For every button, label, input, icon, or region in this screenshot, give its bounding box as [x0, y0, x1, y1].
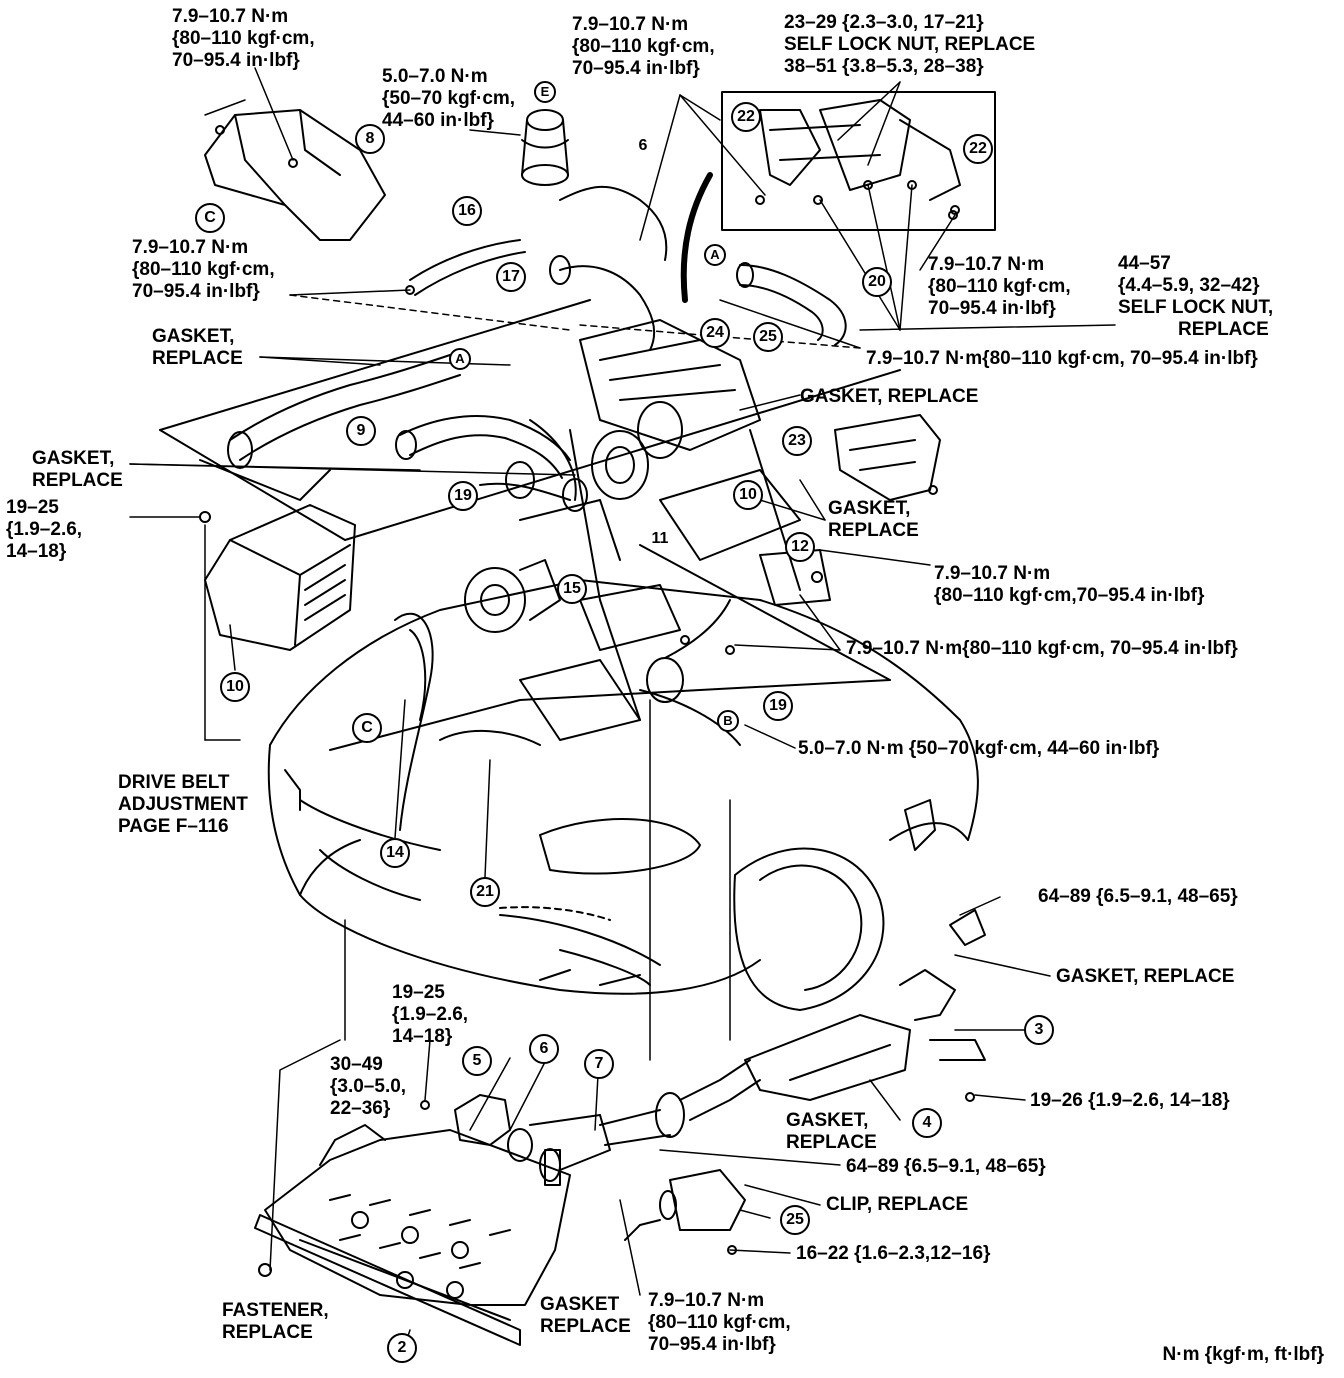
torque-label-heat-insulator: 19–25{1.9–2.6,14–18} — [392, 982, 469, 1047]
callout-19-upper: 19 — [448, 481, 478, 511]
exhaust-assembly — [254, 909, 986, 1346]
torque-label-clamp-b: 5.0–7.0 N·m {50–70 kgf·cm, 44–60 in·lbf} — [798, 738, 1160, 759]
callout-2: 2 — [387, 1333, 417, 1363]
unit-legend: N·m {kgf·m, ft·lbf} — [1162, 1344, 1324, 1365]
callout-10-lower: 10 — [220, 672, 250, 702]
callout-15: 15 — [557, 574, 587, 604]
torque-label-flange-bolt: 19–26 {1.9–2.6, 14–18} — [1030, 1090, 1230, 1111]
torque-label-bracket: 7.9–10.7 N·m{80–110 kgf·cm,70–95.4 in·lb… — [934, 563, 1205, 606]
detail-box — [721, 91, 996, 231]
callout-9: 9 — [346, 416, 376, 446]
engine-components — [199, 109, 958, 831]
gasket-replace-label-left: GASKET,REPLACE — [32, 448, 123, 491]
callout-21: 21 — [470, 877, 500, 907]
car-body — [267, 579, 979, 1011]
callout-22-right: 22 — [963, 134, 993, 164]
callout-25-lower: 25 — [780, 1205, 810, 1235]
torque-label-bracket-bolt: 16–22 {1.6–2.3,12–16} — [796, 1243, 991, 1264]
torque-label-self-lock-nut-top: 23–29 {2.3–3.0, 17–21}SELF LOCK NUT, REP… — [784, 12, 1036, 77]
callout-c-top: C — [195, 203, 225, 233]
gasket-replace-label-heat-shield: GASKET,REPLACE — [828, 498, 919, 541]
fastener-replace-label: FASTENER,REPLACE — [222, 1300, 329, 1343]
callout-14: 14 — [380, 838, 410, 868]
callout-25-upper: 25 — [753, 322, 783, 352]
torque-label-hose-clamps-top: 7.9–10.7 N·m{80–110 kgf·cm,70–95.4 in·lb… — [572, 14, 715, 79]
callout-a-left: A — [449, 348, 471, 370]
gasket-replace-label-turbo: GASKET, REPLACE — [800, 386, 979, 407]
torque-label-self-lock-nut-right: 44–57{4.4–5.9, 32–42}SELF LOCK NUT,REPLA… — [1118, 253, 1274, 340]
torque-label-air-cleaner-bolt: 19–25{1.9–2.6,14–18} — [6, 497, 83, 562]
callout-16: 16 — [452, 196, 482, 226]
callout-12: 12 — [785, 532, 815, 562]
callout-a-right: A — [704, 244, 726, 266]
gasket-replace-label-exhaust: GASKET, REPLACE — [1056, 966, 1235, 987]
callout-11: 11 — [651, 530, 669, 547]
gasket-replace-label-intake: GASKET,REPLACE — [152, 326, 243, 369]
callout-5: 5 — [462, 1046, 492, 1076]
callout-23: 23 — [782, 426, 812, 456]
callout-b: B — [717, 710, 739, 732]
torque-label-front-pipe: 30–49{3.0–5.0,22–36} — [330, 1054, 407, 1119]
torque-label-exhaust-nut-lower: 64–89 {6.5–9.1, 48–65} — [846, 1156, 1046, 1177]
callout-8: 8 — [355, 124, 385, 154]
callout-3: 3 — [1024, 1015, 1054, 1045]
leader-lines — [129, 67, 1116, 1361]
callout-17: 17 — [496, 262, 526, 292]
torque-label-detail-box-bolts: 7.9–10.7 N·m{80–110 kgf·cm,70–95.4 in·lb… — [928, 254, 1071, 319]
callout-6-lower: 6 — [529, 1034, 559, 1064]
torque-label-air-duct-bolts: 7.9–10.7 N·m{80–110 kgf·cm,70–95.4 in·lb… — [172, 6, 315, 71]
callout-19-lower: 19 — [763, 691, 793, 721]
gasket-replace-label-muffler: GASKET,REPLACE — [786, 1110, 877, 1153]
torque-label-undercover: 7.9–10.7 N·m{80–110 kgf·cm,70–95.4 in·lb… — [648, 1290, 791, 1355]
callout-7: 7 — [584, 1049, 614, 1079]
callout-c-lower: C — [352, 713, 382, 743]
torque-label-intake-hose: 7.9–10.7 N·m{80–110 kgf·cm,70–95.4 in·lb… — [132, 237, 275, 302]
callout-22-left: 22 — [731, 102, 761, 132]
callout-10-upper: 10 — [733, 480, 763, 510]
engine-frame — [159, 299, 901, 721]
callout-24: 24 — [700, 318, 730, 348]
callout-20: 20 — [862, 267, 892, 297]
clip-replace-label: CLIP, REPLACE — [826, 1194, 969, 1215]
torque-label-mid-right: 7.9–10.7 N·m{80–110 kgf·cm, 70–95.4 in·l… — [846, 638, 1238, 659]
torque-label-air-pipe-clamp: 5.0–7.0 N·m{50–70 kgf·cm,44–60 in·lbf} — [382, 66, 516, 131]
callout-4: 4 — [912, 1108, 942, 1138]
torque-label-turbo-bolts: 7.9–10.7 N·m{80–110 kgf·cm, 70–95.4 in·l… — [866, 348, 1258, 369]
torque-label-exhaust-nut-top: 64–89 {6.5–9.1, 48–65} — [1038, 886, 1238, 907]
callout-e: E — [534, 81, 556, 103]
callout-6-top: 6 — [638, 137, 648, 154]
